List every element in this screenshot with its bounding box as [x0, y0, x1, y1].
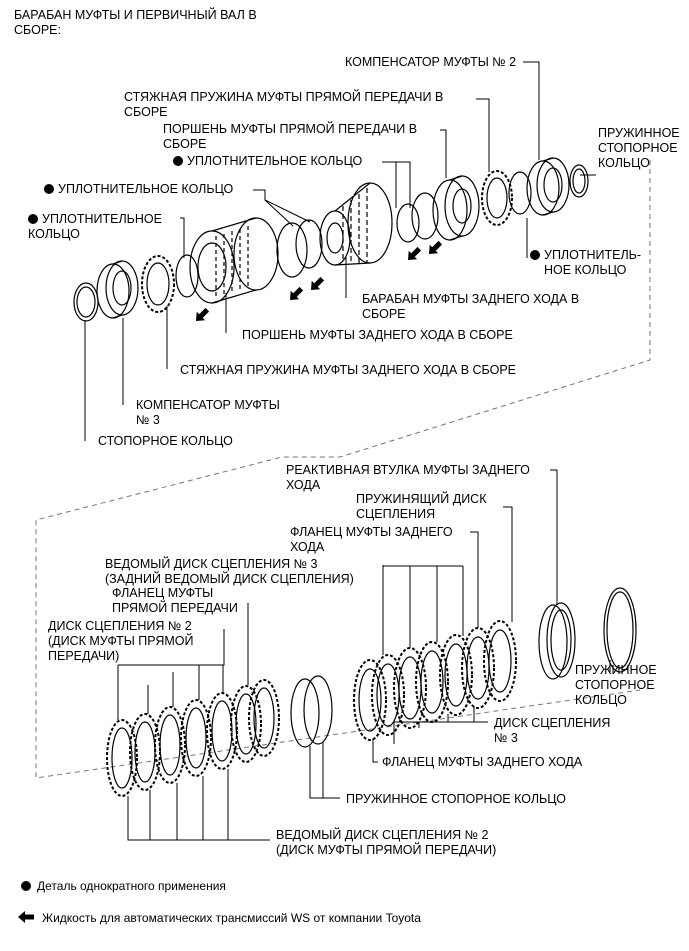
o-ring-part [508, 171, 532, 215]
snap-ring-bottom-right-part [603, 587, 637, 673]
o-ring-part [396, 203, 420, 243]
o-ring-part [175, 254, 199, 298]
label-flange-reverse-top: ФЛАНЕЦ МУФТЫ ЗАДНЕГО ХОДА [290, 525, 453, 554]
non-reusable-dot-icon [44, 184, 54, 194]
direct-piston-part [432, 175, 480, 241]
label-o-ring-a: УПЛОТНИТЕЛЬНОЕ КОЛЬЦО [173, 154, 362, 169]
top-parts [73, 157, 589, 322]
label-cushion-plate: ПРУЖИНЯЩИЙ ДИСК СЦЕПЛЕНИЯ [356, 492, 487, 521]
o-ring-d-text: УПЛОТНИТЕЛЬ- НОЕ КОЛЬЦО [544, 248, 642, 277]
label-disc-3: ДИСК СЦЕПЛЕНИЯ № 3 [494, 716, 611, 745]
non-reusable-dot-icon [530, 250, 540, 260]
label-flange-reverse-bottom: ФЛАНЕЦ МУФТЫ ЗАДНЕГО ХОДА [382, 755, 583, 769]
return-spring-reverse-part [141, 255, 175, 313]
reverse-piston-part [189, 217, 279, 304]
label-o-ring-c: УПЛОТНИТЕЛЬНОЕ КОЛЬЦО [28, 212, 162, 242]
snap-ring-part [73, 282, 99, 322]
label-return-spring-direct: СТЯЖНАЯ ПРУЖИНА МУФТЫ ПРЯМОЙ ПЕРЕДАЧИ В … [124, 90, 444, 119]
legend-symbols [18, 881, 34, 923]
label-reaction-sleeve: РЕАКТИВНАЯ ВТУЛКА МУФТЫ ЗАДНЕГО ХОДА [286, 463, 530, 492]
leader-lines-top [84, 61, 596, 441]
reaction-sleeve-part [538, 602, 576, 680]
label-return-spring-reverse: СТЯЖНАЯ ПРУЖИНА МУФТЫ ЗАДНЕГО ХОДА В СБО… [180, 363, 517, 377]
o-ring-part [295, 219, 323, 269]
compensator-2-part [526, 157, 570, 216]
return-spring-direct-part [481, 170, 513, 226]
non-reusable-dot-icon [28, 214, 38, 224]
compensator-3-part [96, 260, 139, 319]
reverse-clutch-pack [353, 620, 517, 741]
reverse-drum-part [319, 182, 393, 266]
label-compensator-2: КОМПЕНСАТОР МУФТЫ № 2 [345, 55, 517, 69]
legend-non-reusable: Деталь однократного применения [37, 879, 226, 893]
legend-atf: Жидкость для автоматических трансмиссий … [42, 911, 421, 925]
label-flange-direct: ФЛАНЕЦ МУФТЫ ПРЯМОЙ ПЕРЕДАЧИ [112, 586, 238, 615]
o-ring-part [411, 192, 439, 240]
snap-ring-top-part [569, 164, 589, 198]
atf-arrow-icon [18, 911, 34, 923]
label-reverse-piston: ПОРШЕНЬ МУФТЫ ЗАДНЕГО ХОДА В СБОРЕ [242, 328, 513, 342]
o-ring-c-text: УПЛОТНИТЕЛЬНОЕ КОЛЬЦО [28, 212, 162, 241]
page-title: БАРАБАН МУФТЫ И ПЕРВИЧНЫЙ ВАЛ В СБОРЕ: [14, 8, 257, 37]
label-compensator-3: КОМПЕНСАТОР МУФТЫ № 3 [136, 398, 280, 427]
label-reverse-drum: БАРАБАН МУФТЫ ЗАДНЕГО ХОДА В СБОРЕ [362, 292, 580, 321]
label-snap-ring-bottom-right: ПРУЖИННОЕ СТОПОРНОЕ КОЛЬЦО [575, 663, 657, 707]
non-reusable-dot-icon [173, 156, 183, 166]
label-piston-direct: ПОРШЕНЬ МУФТЫ ПРЯМОЙ ПЕРЕДАЧИ В СБОРЕ [163, 122, 418, 151]
o-ring-a-text: УПЛОТНИТЕЛЬНОЕ КОЛЬЦО [187, 154, 363, 168]
bottom-parts [106, 587, 637, 797]
label-snap-ring: СТОПОРНОЕ КОЛЬЦО [98, 434, 233, 448]
label-driven-disc-2: ВЕДОМЫЙ ДИСК СЦЕПЛЕНИЯ № 2 (ДИСК МУФТЫ П… [276, 828, 497, 857]
o-ring-part [276, 222, 308, 278]
dashed-boundary [35, 160, 651, 779]
label-o-ring-d: УПЛОТНИТЕЛЬ- НОЕ КОЛЬЦО [530, 248, 641, 278]
o-ring-b-text: УПЛОТНИТЕЛЬНОЕ КОЛЬЦО [58, 182, 234, 196]
leader-lines-bottom [117, 469, 611, 841]
label-snap-ring-middle: ПРУЖИННОЕ СТОПОРНОЕ КОЛЬЦО [346, 792, 566, 806]
label-driven-disc-3: ВЕДОМЫЙ ДИСК СЦЕПЛЕНИЯ № 3 (ЗАДНИЙ ВЕДОМ… [105, 557, 354, 586]
label-snap-ring-top: ПРУЖИННОЕ СТОПОРНОЕ КОЛЬЦО [598, 126, 680, 170]
label-o-ring-b: УПЛОТНИТЕЛЬНОЕ КОЛЬЦО [44, 182, 233, 197]
non-reusable-dot-icon [21, 881, 31, 891]
label-disc-2: ДИСК СЦЕПЛЕНИЯ № 2 (ДИСК МУФТЫ ПРЯМОЙ ПЕ… [48, 619, 194, 663]
snap-ring-middle-part [290, 675, 333, 748]
direct-clutch-pack [106, 679, 280, 797]
